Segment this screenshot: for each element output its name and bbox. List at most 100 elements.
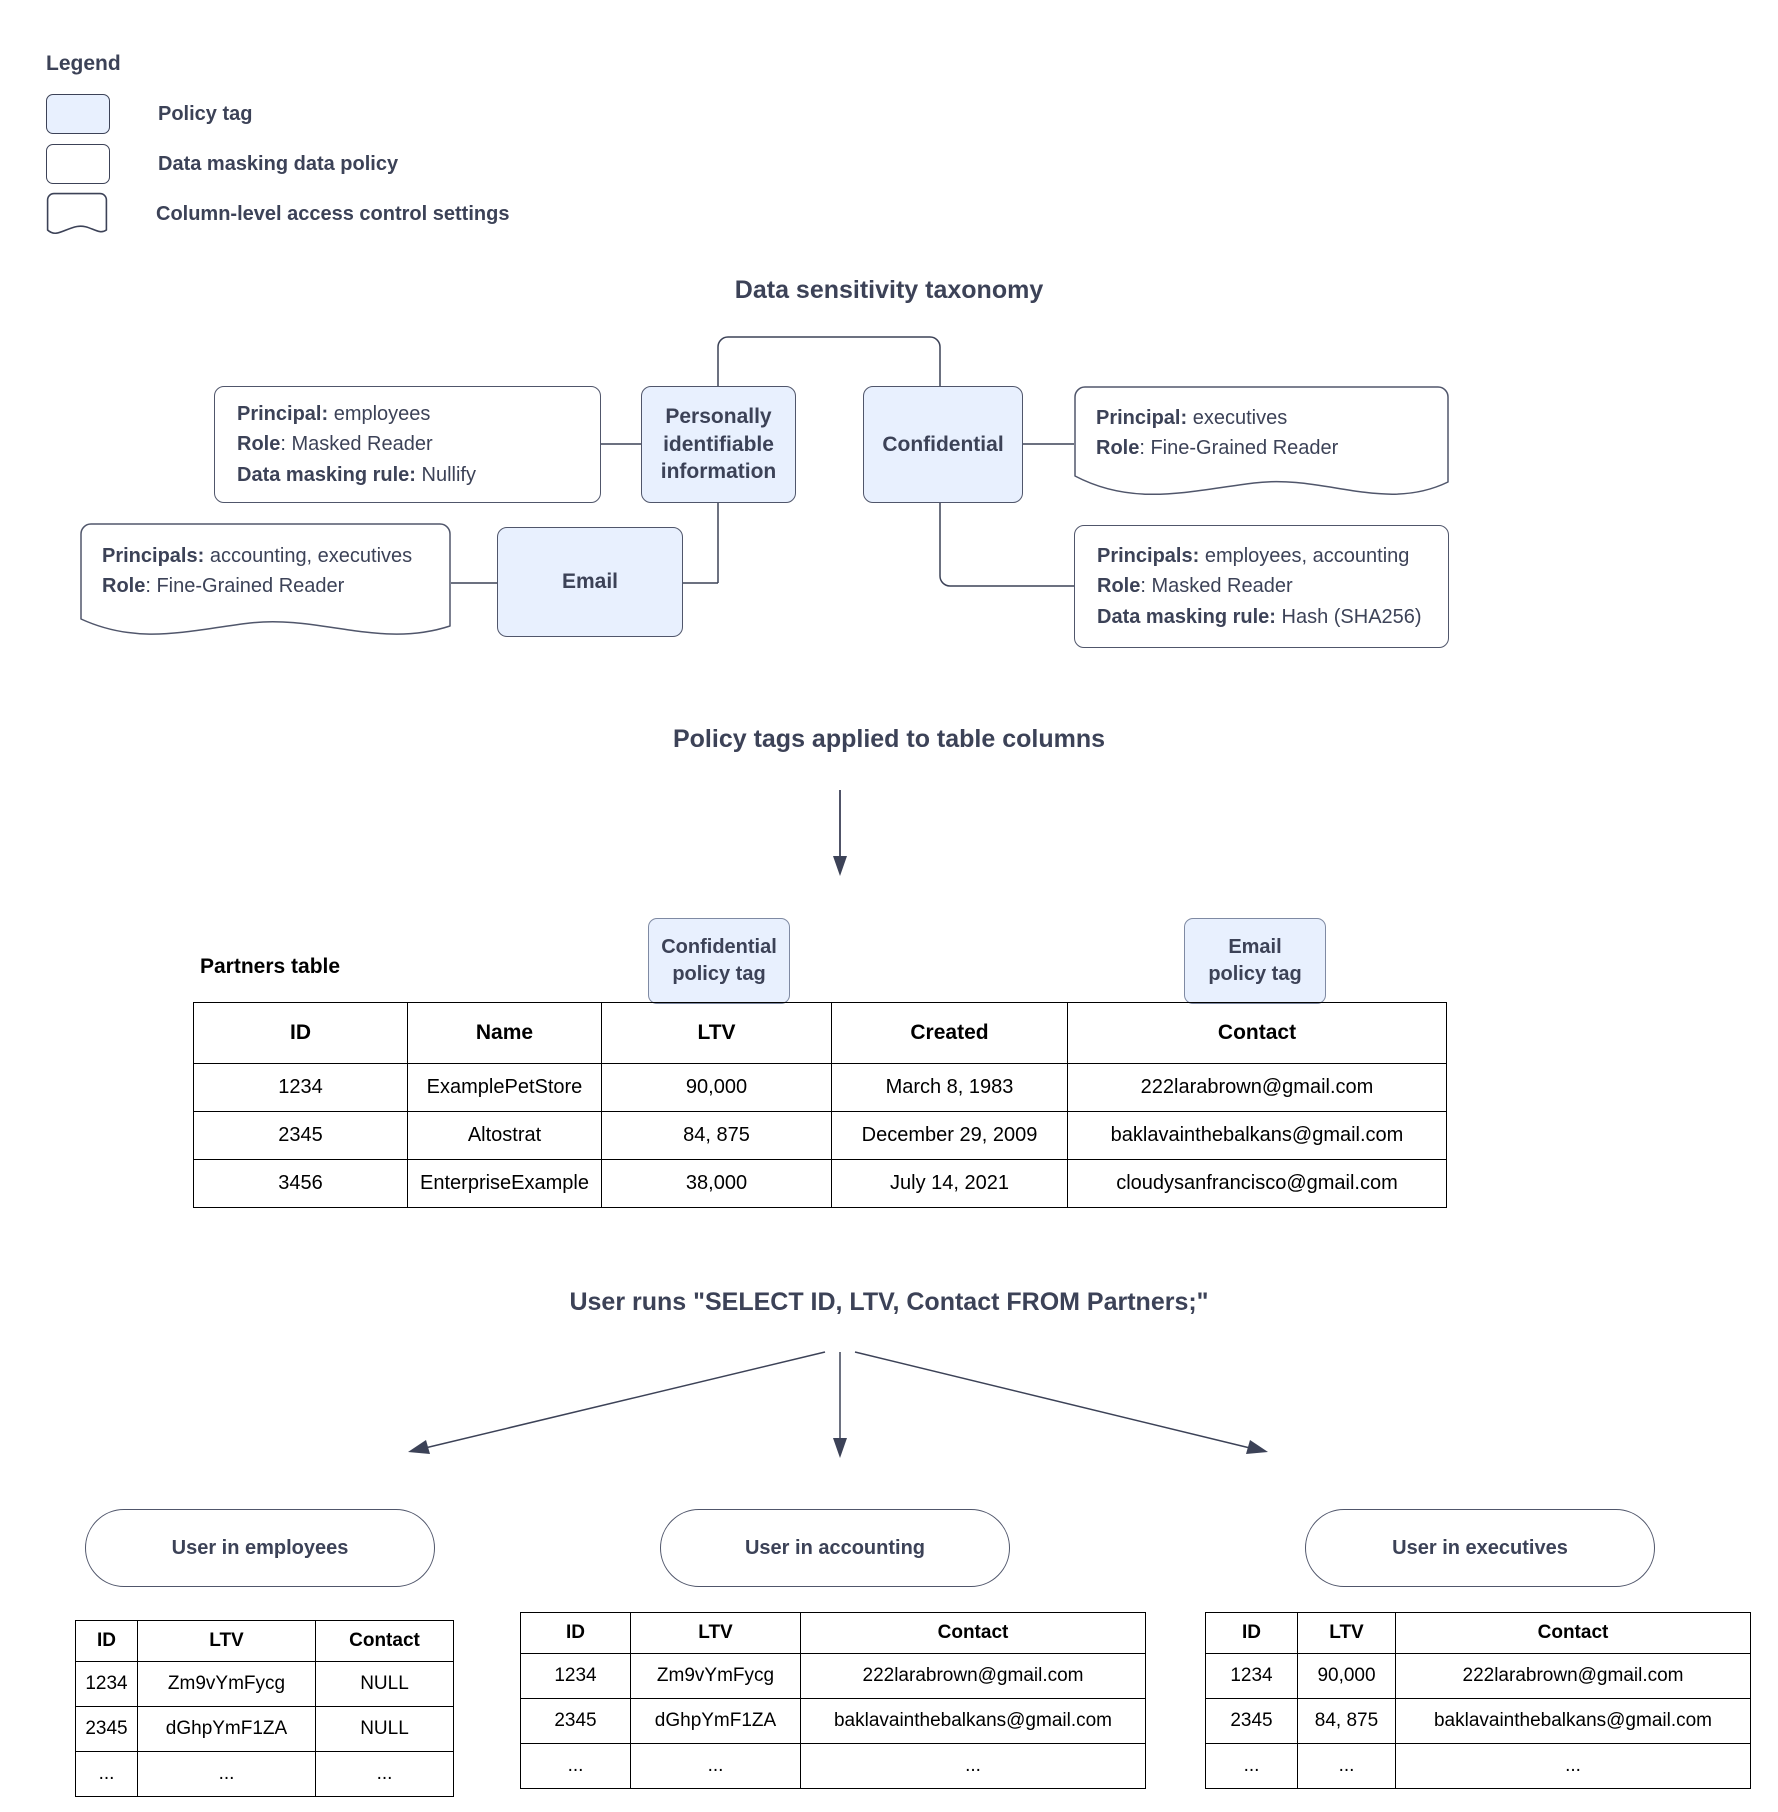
field-label: Principals: bbox=[1097, 544, 1200, 567]
legend-item-label: Column-level access control settings bbox=[156, 202, 510, 225]
field-value: Hash (SHA256) bbox=[1275, 605, 1422, 628]
column-header: LTV bbox=[137, 1620, 316, 1662]
column-header: ID bbox=[193, 1002, 408, 1064]
partners-table-label: Partners table bbox=[200, 955, 341, 978]
policy-tag-line2: policy tag bbox=[1208, 963, 1302, 985]
field-value: : Fine-Grained Reader bbox=[1139, 437, 1339, 459]
policy-tag-swatch-icon bbox=[46, 94, 110, 134]
column-access-control-email: Principals: accounting, executives Role:… bbox=[80, 523, 451, 641]
policy-tag-node-pii[interactable]: Personally identifiable information bbox=[641, 386, 796, 503]
wavy-document-shape bbox=[1074, 386, 1449, 496]
column-access-control-swatch-icon bbox=[46, 192, 108, 236]
table-cell: ... bbox=[1205, 1743, 1298, 1789]
legend-item-label: Policy tag bbox=[158, 102, 253, 125]
policy-tag-label: Email bbox=[561, 570, 619, 594]
table-cell: December 29, 2009 bbox=[831, 1111, 1068, 1160]
legend-title: Legend bbox=[46, 52, 121, 75]
table-header-row: ID LTV Contact bbox=[520, 1612, 1146, 1654]
column-header: ID bbox=[1205, 1612, 1298, 1654]
policy-tag-node-email[interactable]: Email bbox=[497, 527, 683, 637]
table-row: 2345 84, 875 baklavainthebalkans@gmail.c… bbox=[1205, 1698, 1751, 1744]
email-policy-tag-callout[interactable]: Email policy tag bbox=[1184, 918, 1326, 1004]
field-label: Data masking rule: bbox=[1097, 605, 1276, 628]
field-label: Principal: bbox=[237, 402, 329, 425]
table-row: 2345 Altostrat 84, 875 December 29, 2009… bbox=[193, 1111, 1447, 1160]
table-cell: EnterpriseExample bbox=[407, 1159, 602, 1208]
column-header: Created bbox=[831, 1002, 1068, 1064]
field-label: Principal: bbox=[1096, 406, 1188, 429]
table-row: 1234 ExamplePetStore 90,000 March 8, 198… bbox=[193, 1063, 1447, 1112]
field-value: employees, accounting bbox=[1199, 544, 1410, 567]
table-cell: ... bbox=[520, 1743, 631, 1789]
persona-user-in-executives: User in executives bbox=[1305, 1509, 1655, 1587]
policy-tag-line1: Email bbox=[1228, 936, 1282, 958]
persona-label: User in executives bbox=[1392, 1536, 1568, 1559]
table-cell: ... bbox=[630, 1743, 801, 1789]
legend: Legend Policy tag Data masking data poli… bbox=[46, 52, 666, 240]
table-cell: 222larabrown@gmail.com bbox=[1395, 1653, 1751, 1699]
persona-user-in-employees: User in employees bbox=[85, 1509, 435, 1587]
column-header: ID bbox=[75, 1620, 138, 1662]
policy-tag-label: Personally identifiable information bbox=[660, 404, 777, 484]
field-label: Data masking rule: bbox=[237, 463, 416, 486]
table-cell: 2345 bbox=[520, 1698, 631, 1744]
partners-table: ID Name LTV Created Contact 1234 Example… bbox=[193, 1002, 1447, 1208]
field-label: Role bbox=[237, 433, 281, 456]
table-cell: 2345 bbox=[75, 1706, 138, 1752]
table-cell: Altostrat bbox=[407, 1111, 602, 1160]
data-masking-policy-confidential: Principals: employees, accounting Role: … bbox=[1074, 525, 1449, 648]
table-cell: ... bbox=[137, 1751, 316, 1797]
column-header: LTV bbox=[630, 1612, 801, 1654]
table-cell: cloudysanfrancisco@gmail.com bbox=[1067, 1159, 1447, 1208]
table-cell: ... bbox=[800, 1743, 1146, 1789]
field-label: Principals: bbox=[102, 544, 205, 567]
column-header: Name bbox=[407, 1002, 602, 1064]
table-cell: March 8, 1983 bbox=[831, 1063, 1068, 1112]
table-row: ... ... ... bbox=[1205, 1743, 1751, 1789]
field-value: : Masked Reader bbox=[1140, 575, 1293, 598]
table-cell: 1234 bbox=[75, 1661, 138, 1707]
table-cell: 90,000 bbox=[601, 1063, 832, 1112]
table-row: 2345 dGhpYmF1ZA NULL bbox=[75, 1706, 454, 1752]
column-header: LTV bbox=[601, 1002, 832, 1064]
data-masking-policy-pii: Principal: employees Role: Masked Reader… bbox=[214, 386, 601, 503]
table-row: 3456 EnterpriseExample 38,000 July 14, 2… bbox=[193, 1159, 1447, 1208]
persona-user-in-accounting: User in accounting bbox=[660, 1509, 1010, 1587]
column-header: LTV bbox=[1297, 1612, 1396, 1654]
legend-item-data-masking-policy: Data masking data policy bbox=[46, 140, 666, 188]
persona-label: User in accounting bbox=[744, 1536, 926, 1559]
table-cell: 3456 bbox=[193, 1159, 408, 1208]
table-cell: ... bbox=[1297, 1743, 1396, 1789]
table-row: 1234 90,000 222larabrown@gmail.com bbox=[1205, 1653, 1751, 1699]
table-cell: 38,000 bbox=[601, 1159, 832, 1208]
column-header: Contact bbox=[1067, 1002, 1447, 1064]
column-header: Contact bbox=[1395, 1612, 1751, 1654]
field-value: accounting, executives bbox=[204, 544, 413, 567]
table-row: ... ... ... bbox=[520, 1743, 1146, 1789]
table-cell: 1234 bbox=[1205, 1653, 1298, 1699]
table-row: 1234 Zm9vYmFycg 222larabrown@gmail.com bbox=[520, 1653, 1146, 1699]
legend-item-column-access-control: Column-level access control settings bbox=[46, 190, 666, 238]
table-cell: 1234 bbox=[193, 1063, 408, 1112]
table-header-row: ID LTV Contact bbox=[75, 1620, 454, 1662]
field-value: Nullify bbox=[415, 463, 476, 486]
table-cell: 2345 bbox=[193, 1111, 408, 1160]
policy-tag-line1: Confidential bbox=[661, 936, 777, 958]
table-cell: 222larabrown@gmail.com bbox=[1067, 1063, 1447, 1112]
table-cell: ExamplePetStore bbox=[407, 1063, 602, 1112]
legend-item-label: Data masking data policy bbox=[158, 152, 399, 175]
policy-tag-label: Confidential bbox=[882, 432, 1004, 456]
policy-tag-node-confidential[interactable]: Confidential bbox=[863, 386, 1023, 503]
confidential-policy-tag-callout[interactable]: Confidential policy tag bbox=[648, 918, 790, 1004]
field-value: executives bbox=[1187, 406, 1288, 429]
column-header: Contact bbox=[315, 1620, 454, 1662]
table-cell: 2345 bbox=[1205, 1698, 1298, 1744]
table-row: 2345 dGhpYmF1ZA baklavainthebalkans@gmai… bbox=[520, 1698, 1146, 1744]
table-cell: July 14, 2021 bbox=[831, 1159, 1068, 1208]
table-cell: ... bbox=[75, 1751, 138, 1797]
table-cell: dGhpYmF1ZA bbox=[137, 1706, 316, 1752]
data-masking-policy-swatch-icon bbox=[46, 144, 110, 184]
wavy-document-shape bbox=[80, 523, 451, 635]
table-header-row: ID Name LTV Created Contact bbox=[193, 1002, 1447, 1064]
table-cell: 84, 875 bbox=[601, 1111, 832, 1160]
